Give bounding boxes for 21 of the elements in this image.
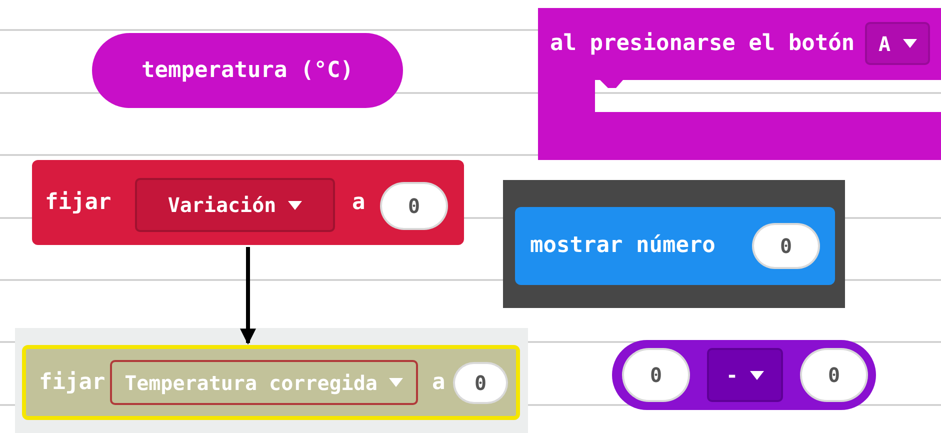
dropdown-field: - bbox=[707, 348, 783, 402]
number-field: 0 bbox=[800, 348, 868, 402]
arrow bbox=[240, 247, 256, 345]
number-field: 0 bbox=[380, 182, 448, 230]
block-label: temperatura (°C) bbox=[140, 57, 354, 85]
number-field: 0 bbox=[622, 348, 690, 402]
statement-block bbox=[515, 207, 835, 285]
dropdown-field: Variación bbox=[135, 178, 335, 232]
block-label: fijar bbox=[45, 189, 112, 217]
block-label: fijar bbox=[39, 369, 106, 397]
block-label: al presionarse el botón bbox=[550, 30, 855, 58]
number-field: 0 bbox=[752, 223, 820, 269]
dropdown-field: Temperatura corregida bbox=[110, 360, 418, 405]
highlighted-block bbox=[22, 345, 520, 420]
block-label: a bbox=[352, 189, 366, 217]
block-label: mostrar número bbox=[530, 232, 716, 260]
statement-block bbox=[32, 160, 464, 245]
event-block bbox=[538, 8, 941, 160]
number-field: 0 bbox=[453, 362, 508, 404]
block-label: a bbox=[432, 369, 446, 397]
dropdown-field: A bbox=[865, 22, 930, 65]
